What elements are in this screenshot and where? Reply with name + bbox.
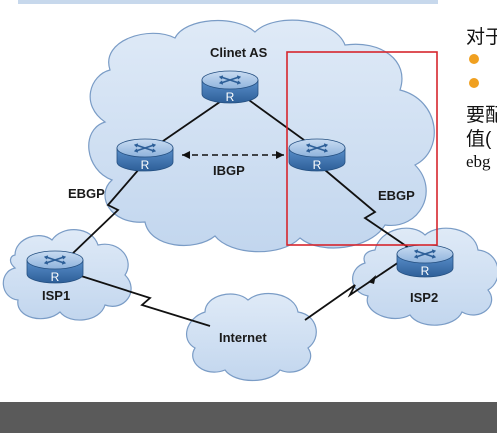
isp1-label: ISP1 xyxy=(42,288,70,303)
highlight-box xyxy=(286,51,438,246)
ibgp-link-top-right xyxy=(241,94,316,149)
side-text-line1: 对于 xyxy=(466,27,497,48)
side-text-line2: 要配 xyxy=(466,105,497,126)
router-isp2: R xyxy=(396,244,454,278)
top-decor-strip xyxy=(18,0,438,4)
router-client-left-letter: R xyxy=(141,158,150,172)
link-isp2-internet xyxy=(304,257,406,321)
side-text-line4: ebg xyxy=(466,152,491,171)
ebgp-right-label: EBGP xyxy=(378,188,415,203)
internet-cloud xyxy=(185,292,317,381)
isp2-label: ISP2 xyxy=(410,290,438,305)
bullet-2 xyxy=(469,78,479,88)
side-text-line3: 值( xyxy=(466,129,492,150)
client-as-label: Clinet AS xyxy=(210,45,268,60)
internet-label: Internet xyxy=(219,330,267,345)
router-isp1: R xyxy=(26,250,84,284)
router-client-left: R xyxy=(116,138,174,172)
router-client-top-letter: R xyxy=(226,90,235,104)
ebgp-link-left xyxy=(69,167,141,257)
router-client-right-letter: R xyxy=(313,158,322,172)
link-isp1-internet xyxy=(77,274,211,327)
ebgp-left-label: EBGP xyxy=(68,186,105,201)
bullet-1 xyxy=(469,54,479,64)
bottom-bar xyxy=(0,402,497,433)
ibgp-dashed-link xyxy=(182,151,284,159)
router-client-top: R xyxy=(201,70,259,104)
ibgp-label: IBGP xyxy=(213,163,245,178)
ebgp-link-right xyxy=(324,169,413,251)
router-isp2-letter: R xyxy=(421,264,430,278)
client-as-cloud xyxy=(88,19,435,253)
router-client-right: R xyxy=(288,138,346,172)
router-isp1-letter: R xyxy=(51,270,60,284)
